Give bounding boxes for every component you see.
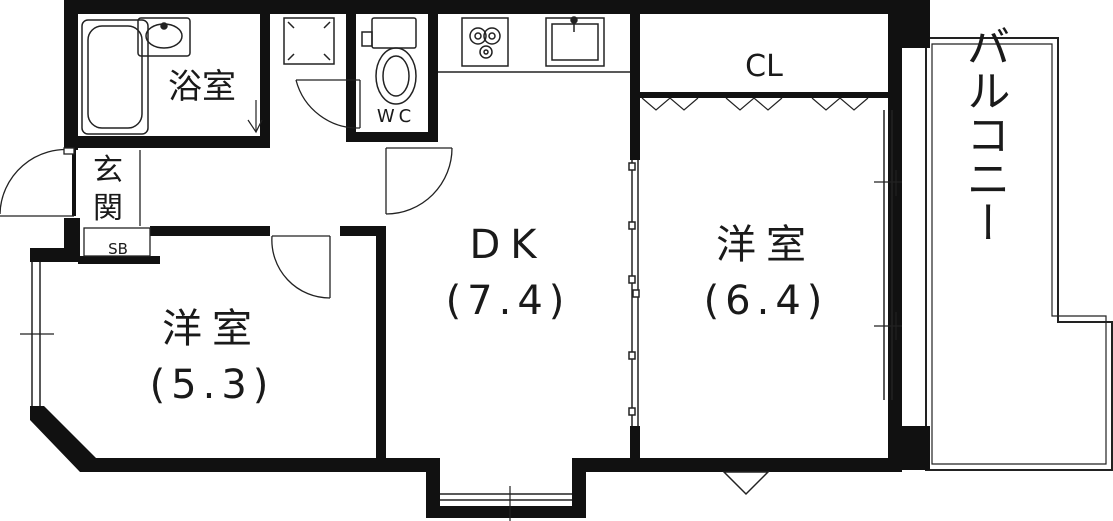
wall-bottom-left — [80, 458, 440, 472]
closet-doors — [641, 97, 869, 111]
balcony-railing-inner — [931, 43, 1107, 465]
label-western-right: 洋室 — [716, 222, 816, 268]
washing-machine — [283, 17, 335, 65]
wall-entrance-left — [64, 218, 80, 262]
wall-bath-bottom — [64, 136, 270, 148]
label-bath: 浴室 — [168, 67, 236, 107]
bathtub — [81, 19, 149, 135]
bath-door — [247, 100, 263, 134]
kitchen-sink — [545, 16, 605, 67]
bottom-window — [426, 458, 586, 521]
label-entrance-bottom: 関 — [93, 191, 123, 226]
label-western-left: 洋室 — [162, 306, 262, 352]
wall-left-room-bevel — [30, 406, 96, 472]
wall-cl-bottom — [630, 92, 888, 98]
wall-top — [64, 0, 902, 14]
stove — [461, 17, 509, 67]
balcony-railing — [925, 37, 1113, 471]
toilet — [361, 17, 417, 105]
label-sb: SB — [108, 240, 128, 258]
wall-dk-right-top — [630, 14, 640, 160]
wall-left-room-top-interior — [150, 226, 270, 236]
label-dk: DK — [469, 222, 546, 268]
area-dk: (7.4) — [446, 278, 571, 324]
sliding-partition — [628, 160, 640, 426]
label-closet: CL — [745, 49, 783, 84]
wall-kitchen-left — [376, 226, 386, 464]
wall-wc-right — [428, 14, 438, 142]
left-window — [20, 262, 54, 406]
wall-bath-right — [260, 14, 270, 148]
area-western-left: (5.3) — [150, 362, 275, 408]
wall-left-upper — [64, 0, 78, 150]
label-entrance-top: 玄 — [93, 153, 123, 188]
wall-left-room-top-stub — [340, 226, 386, 236]
wall-right — [888, 0, 902, 470]
wall-wc-bottom — [346, 132, 438, 142]
bath-sink — [137, 17, 191, 57]
wall-sb-bottom — [78, 256, 160, 264]
area-western-right: (6.4) — [704, 278, 829, 324]
window-marker — [722, 471, 770, 496]
right-window — [874, 110, 902, 400]
label-balcony: バルコニー — [959, 24, 1010, 244]
wall-dk-right-bottom — [630, 426, 640, 462]
wall-bottom-right — [572, 458, 902, 472]
label-wc: WC — [377, 106, 415, 127]
wall-left-room-stub — [30, 248, 44, 262]
wall-wc-left — [346, 14, 356, 142]
doors — [0, 79, 453, 299]
interior-walls — [64, 14, 888, 464]
